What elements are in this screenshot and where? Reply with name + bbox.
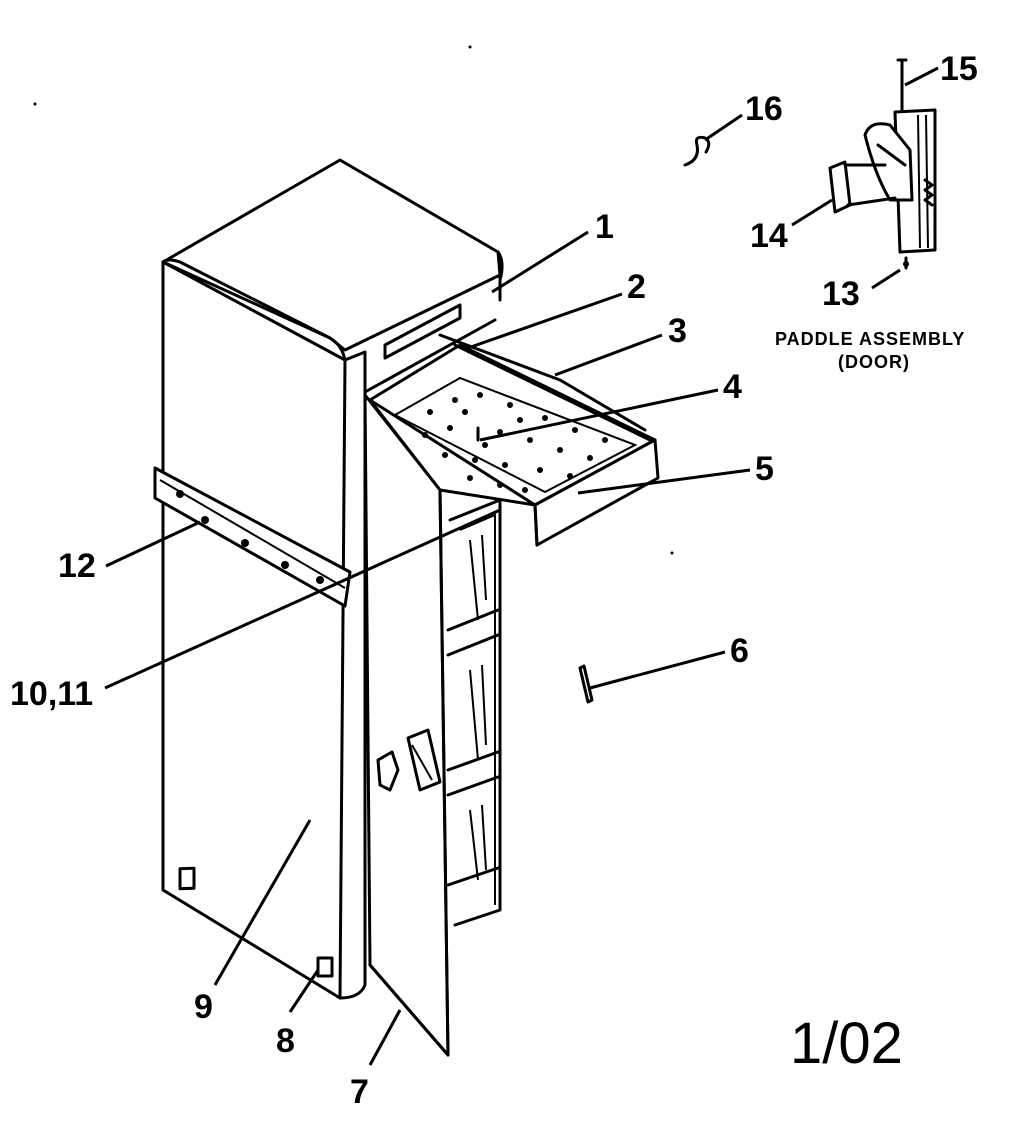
leader-14 [791,198,833,227]
part-16-spring [683,135,711,167]
leader-15 [904,66,939,87]
leader-12 [105,520,201,568]
callout-4: 4 [723,368,742,406]
tray-perforations [422,392,608,493]
leader-1 [491,230,589,294]
callout-16: 16 [745,90,783,128]
callout-1: 1 [595,208,614,246]
callout-2: 2 [627,268,646,306]
trim-band [153,466,352,608]
callout-6: 6 [730,632,749,670]
callout-10-11: 10,11 [10,675,93,713]
leader-7 [368,1009,402,1066]
callout-9: 9 [194,988,213,1026]
callout-15: 15 [940,50,978,88]
leader-6 [589,650,726,690]
leader-2 [467,292,623,350]
callout-12: 12 [58,547,96,585]
leader-lines [104,66,939,1066]
inset-caption-title: PADDLE ASSEMBLY [775,329,965,349]
leader-3 [554,333,663,377]
leader-13 [871,268,901,290]
part-6-clip [578,664,594,704]
leader-5 [577,468,751,495]
leader-9 [213,819,312,986]
cabinet-body [161,158,504,1000]
callout-5: 5 [755,450,774,488]
callout-13: 13 [822,275,860,313]
leader-16 [704,113,743,142]
callout-numbers: 1 2 3 4 5 6 7 8 9 10,11 12 13 14 15 16 [10,50,978,1111]
leader-8 [288,969,320,1013]
callout-3: 3 [668,312,687,350]
callout-8: 8 [276,1022,295,1060]
callout-14: 14 [750,217,788,255]
leader-4 [479,388,719,442]
callout-7: 7 [350,1073,369,1111]
inset-caption-subtitle: (DOOR) [838,352,910,372]
sheet-number: 1/02 [790,1011,903,1076]
paddle-assembly-inset [828,58,937,270]
leader-10-11 [104,508,501,690]
cabinet-door [363,393,502,1057]
